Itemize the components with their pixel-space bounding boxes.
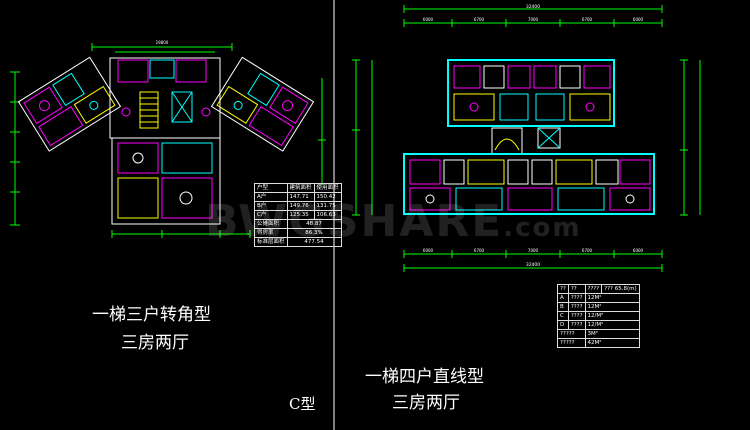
legend-header-3: ???? [584, 284, 603, 294]
left-plan-type-label: C型 [289, 395, 316, 413]
legend-cell: 42M² [584, 338, 640, 348]
legend-table: ?? ?? ???? ??? 65.8(m) A ???? 12M² B ???… [557, 284, 640, 348]
area-header-3: 使用面积 [313, 183, 342, 193]
top-segment-1: 6000 [423, 17, 434, 22]
right-bottom-dimension: 32400 [526, 262, 540, 268]
table-row: A ???? 12M² [557, 293, 640, 303]
right-plan-subtitle: 三房两厅 [392, 393, 460, 413]
legend-header-2: ?? [567, 284, 586, 294]
top-segment-2: 6700 [474, 17, 485, 22]
legend-cell: C [557, 311, 569, 321]
table-row: ????? 42M² [557, 338, 640, 348]
watermark-text: BWGSHARE [205, 196, 504, 247]
top-segment-4: 6700 [582, 17, 593, 22]
left-top-dimension: 19800 [156, 40, 169, 45]
watermark-suffix: .com [503, 213, 582, 243]
legend-cell: ???? [567, 311, 586, 321]
legend-header-4: ??? 65.8(m) [601, 284, 640, 294]
bottom-segment-5: 6000 [633, 248, 644, 253]
legend-cell: 12M² [584, 302, 640, 312]
legend-cell: D [557, 320, 569, 330]
area-table-header: 户型 建筑面积 使用面积 [254, 183, 342, 193]
bottom-segment-2: 6700 [474, 248, 485, 253]
table-row: C ???? 12/M² [557, 311, 640, 321]
legend-cell: 12/M² [584, 311, 640, 321]
area-table: 户型 建筑面积 使用面积 A户 147.71 150.42 B户 149.76 … [254, 183, 342, 247]
area-header-2: 建筑面积 [286, 183, 315, 193]
legend-cell: ???? [567, 320, 586, 330]
top-segment-3: 7000 [528, 17, 539, 22]
table-row: ????? 3M² [557, 329, 640, 339]
legend-cell: 12M² [584, 293, 640, 303]
left-plan-title: 一梯三户转角型 [92, 305, 211, 325]
legend-cell: 3M² [584, 329, 640, 339]
watermark: BWGSHARE.com [205, 196, 582, 247]
right-plan-title: 一梯四户直线型 [365, 367, 484, 387]
legend-cell: ???? [567, 302, 586, 312]
bottom-segment-1: 6000 [423, 248, 434, 253]
legend-cell: 12/M² [584, 320, 640, 330]
bottom-segment-4: 6700 [582, 248, 593, 253]
legend-cell: ???? [567, 293, 586, 303]
legend-cell: ????? [557, 338, 586, 348]
left-floor-plan: 19800 [10, 40, 326, 238]
legend-table-header: ?? ?? ???? ??? 65.8(m) [557, 284, 640, 294]
right-top-dimension: 32400 [526, 4, 540, 10]
bottom-segment-3: 7000 [528, 248, 539, 253]
legend-cell: B [557, 302, 569, 312]
left-plan-subtitle: 三房两厅 [121, 333, 189, 353]
right-floor-plan: 32400 6000 6700 7000 6700 6000 [352, 4, 701, 272]
legend-cell: A [557, 293, 569, 303]
top-segment-5: 6000 [633, 17, 644, 22]
area-header-1: 户型 [254, 183, 288, 193]
table-row: A户 147.71 150.42 [254, 192, 342, 202]
table-row: 标准层面积 477.54 [254, 237, 342, 247]
legend-cell: ????? [557, 329, 586, 339]
table-row: B ???? 12M² [557, 302, 640, 312]
table-row: D ???? 12/M² [557, 320, 640, 330]
area-cell: 477.54 [286, 237, 342, 247]
legend-header-1: ?? [557, 284, 569, 294]
